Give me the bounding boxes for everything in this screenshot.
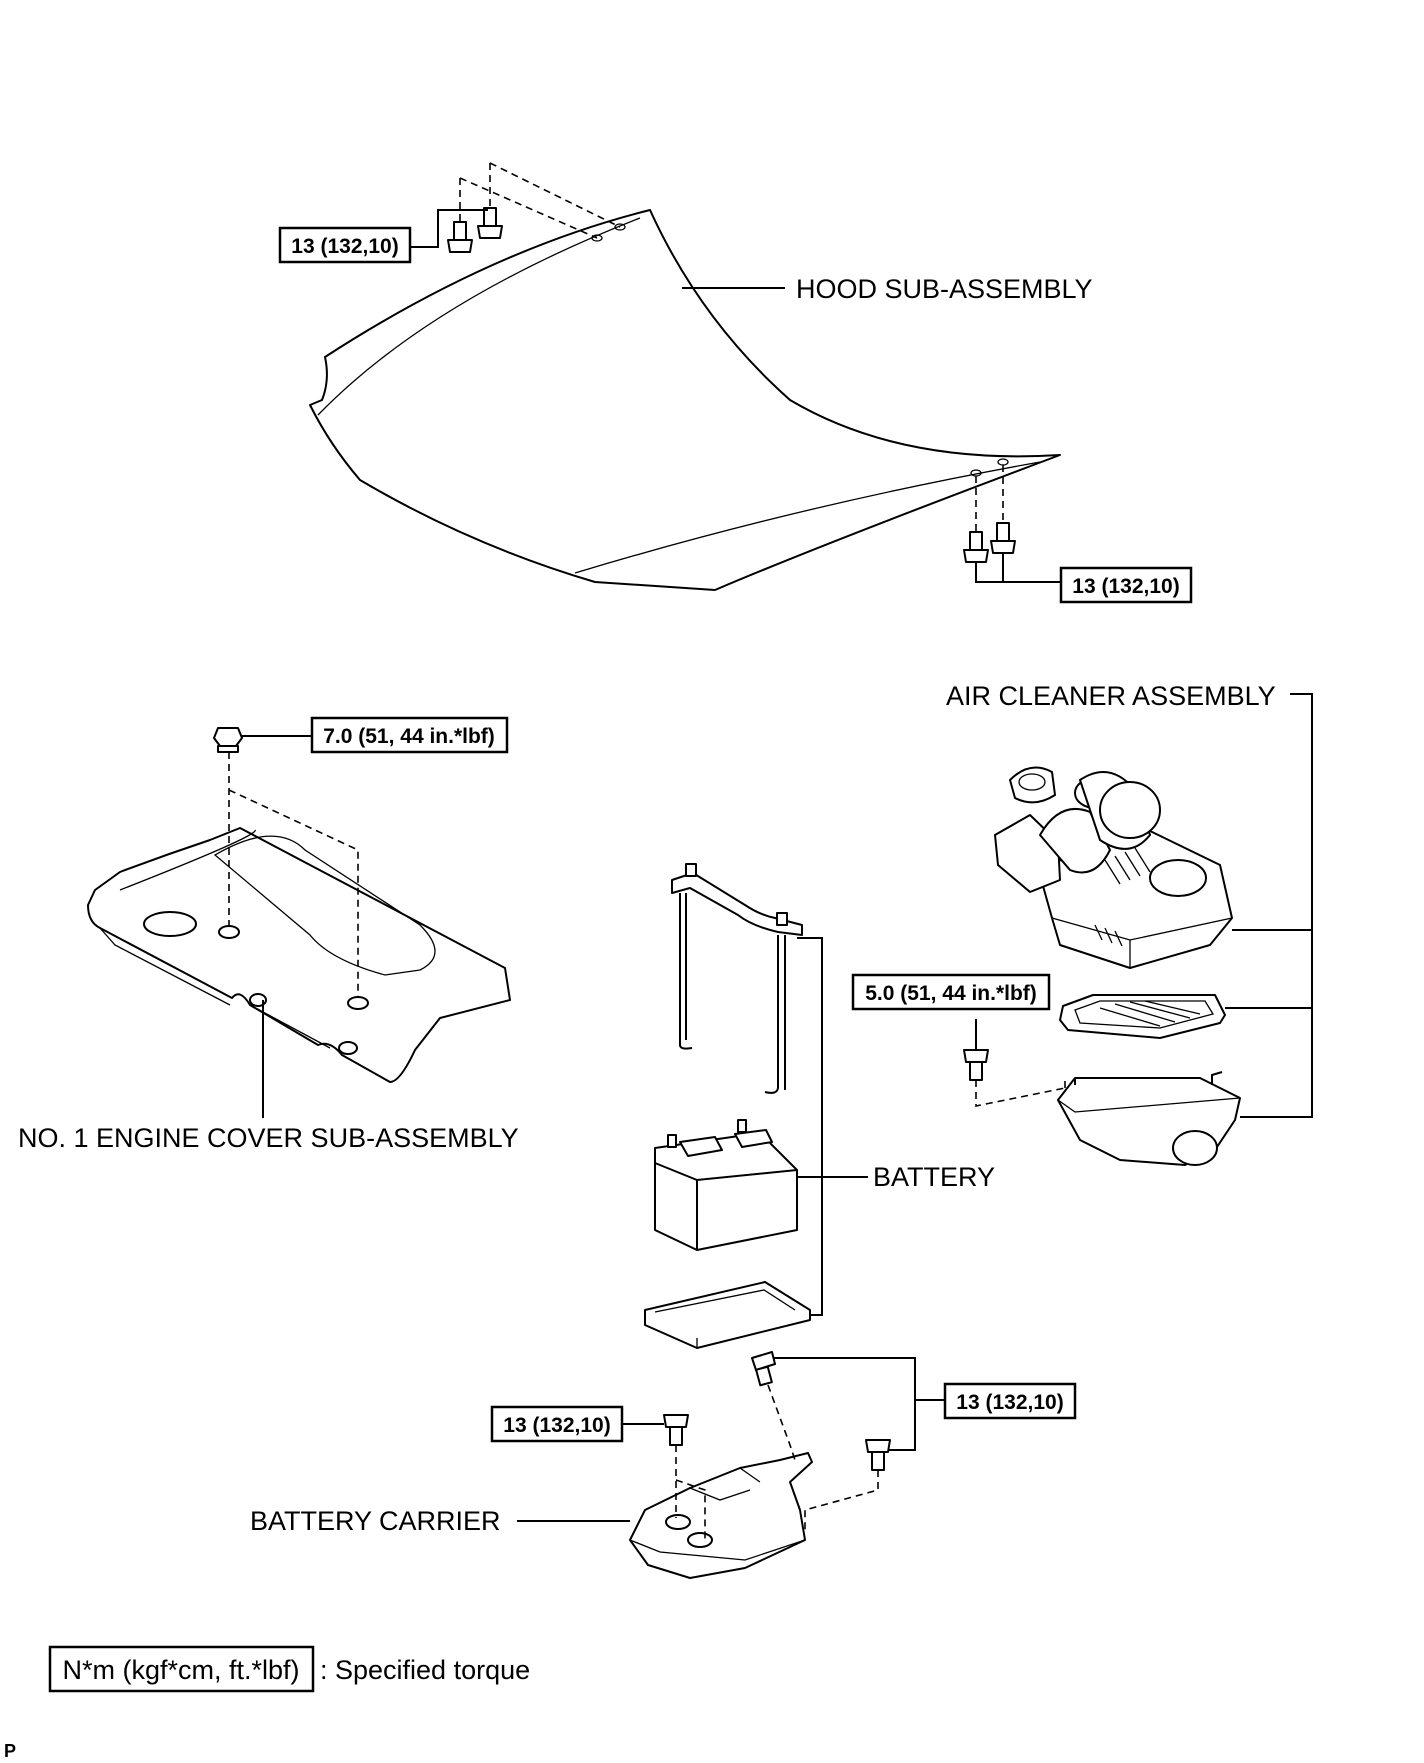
air-cleaner-bolt (963, 1019, 1066, 1107)
battery-carrier-torque-right: 13 (132,10) (943, 1382, 1077, 1420)
legend: N*m (kgf*cm, ft.*lbf) : Specified torque (48, 1645, 530, 1693)
air-cleaner-leader-line (1225, 693, 1313, 1118)
air-cleaner-torque: 5.0 (51, 44 in.*lbf) (851, 973, 1051, 1011)
battery-hold-down-clamp (671, 863, 803, 1094)
battery-carrier-label: BATTERY CARRIER (250, 1506, 501, 1536)
battery-carrier-torque-left: 13 (132,10) (490, 1405, 624, 1443)
air-intake-hoses (994, 766, 1161, 893)
hood-bolts-front (410, 162, 621, 253)
svg-text:5.0 (51, 44 in.*lbf): 5.0 (51, 44 in.*lbf) (865, 982, 1037, 1005)
battery-carrier (629, 1452, 813, 1579)
battery-carrier-bolt-left (620, 1414, 706, 1540)
engine-cover-torque: 7.0 (51, 44 in.*lbf) (310, 716, 509, 754)
air-cleaner-label: AIR CLEANER ASSEMBLY (946, 681, 1276, 711)
engine-cover-label: NO. 1 ENGINE COVER SUB-ASSEMBLY (18, 1123, 519, 1153)
legend-unit: N*m (kgf*cm, ft.*lbf) (62, 1655, 299, 1685)
battery (654, 1119, 798, 1251)
hood-bolts-rear (963, 465, 1061, 583)
corner-mark: P (4, 1741, 16, 1761)
battery-carrier-bolt-upper (751, 1351, 916, 1461)
engine-cover-sub-assembly (87, 827, 511, 1083)
svg-text:13 (132,10): 13 (132,10) (1072, 575, 1179, 598)
hood-sub-assembly (309, 209, 1061, 591)
svg-text:7.0 (51, 44 in.*lbf): 7.0 (51, 44 in.*lbf) (323, 725, 495, 748)
battery-carrier-bolt-right (804, 1399, 946, 1530)
hood-torque-right: 13 (132,10) (1059, 566, 1193, 604)
battery-leader-line (797, 937, 868, 1316)
hood-label: HOOD SUB-ASSEMBLY (796, 274, 1093, 304)
battery-label: BATTERY (873, 1162, 995, 1192)
battery-tray (644, 1281, 811, 1349)
legend-description: : Specified torque (320, 1655, 530, 1685)
air-cleaner-case (1057, 1071, 1241, 1166)
svg-text:13 (132,10): 13 (132,10) (503, 1414, 610, 1437)
air-filter-element (1059, 994, 1226, 1039)
hood-torque-left: 13 (132,10) (278, 226, 412, 264)
engine-cover-nut (213, 727, 359, 998)
svg-text:13 (132,10): 13 (132,10) (291, 235, 398, 258)
svg-text:13 (132,10): 13 (132,10) (956, 1391, 1063, 1414)
